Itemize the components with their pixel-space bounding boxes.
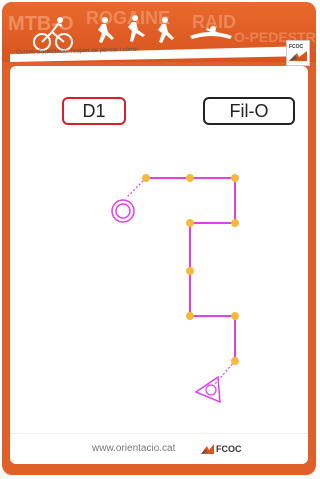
fcoc-logo-icon: FCOC: [289, 44, 307, 61]
decor-word-1: MTB-O: [8, 13, 74, 35]
course-map: [111, 174, 239, 404]
control-point: [186, 312, 194, 320]
category-label: D1: [62, 97, 126, 125]
control-point: [231, 174, 239, 182]
start-triangle-icon: [194, 375, 221, 404]
decor-word-3: RAID: [192, 12, 236, 32]
card-footer: www.orientacio.cat FCOC: [10, 433, 308, 464]
finish-double-circle-icon: [111, 199, 135, 223]
control-point: [142, 174, 150, 182]
runner-cyclist-silhouettes-icon: [33, 15, 232, 51]
decor-word-2: ROGAINE: [86, 8, 170, 28]
control-point: [231, 312, 239, 320]
control-point: [186, 174, 194, 182]
control-point: [231, 219, 239, 227]
map-panel: D1 Fil-O www.orientaci: [10, 66, 308, 464]
control-point: [186, 267, 194, 275]
control-point: [186, 219, 194, 227]
orienteering-card: MTB-O ROGAINE RAID O-PEDESTRE: [2, 2, 316, 475]
finish-connector: [125, 177, 147, 199]
discipline-label: Fil-O: [203, 97, 295, 125]
control-point: [231, 357, 239, 365]
footer-logo-text: FCOC: [216, 444, 242, 454]
header-decor: MTB-O ROGAINE RAID O-PEDESTRE: [8, 8, 316, 51]
fcoc-badge: FCOC: [286, 40, 310, 66]
slogan-banner: [10, 46, 310, 62]
footer-url[interactable]: www.orientacio.cat: [92, 443, 176, 454]
badge-text: FCOC: [289, 44, 304, 50]
fcoc-logo-icon: FCOC: [201, 444, 242, 454]
